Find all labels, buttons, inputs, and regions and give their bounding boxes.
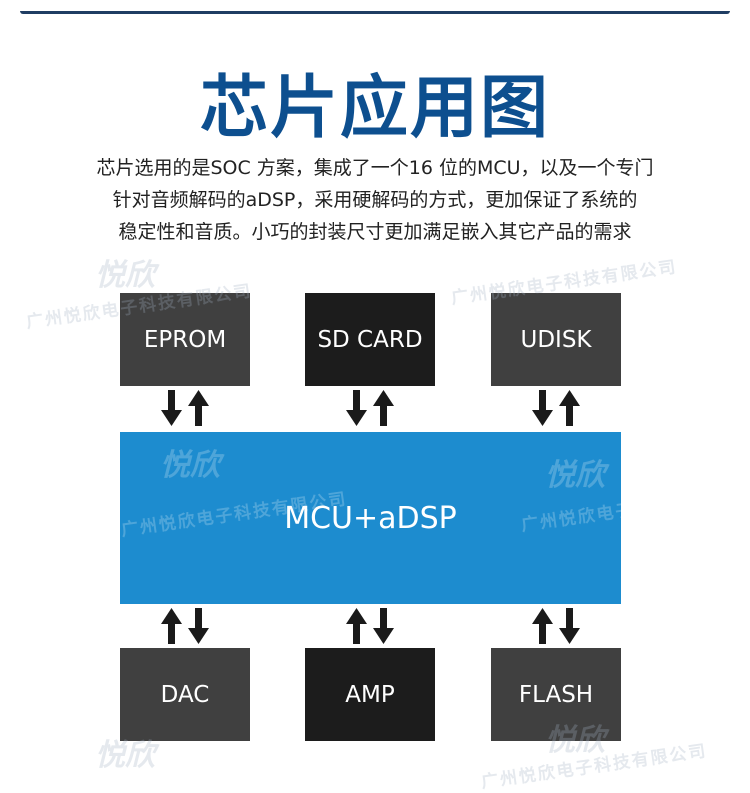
eprom-label: EPROM bbox=[143, 326, 227, 353]
watermark-logo: 悦欣 bbox=[95, 258, 155, 293]
flash-label: FLASH bbox=[518, 681, 594, 708]
watermark-company: 广州悦欣电子科技有限公司 bbox=[480, 741, 709, 793]
udisk-label: UDISK bbox=[520, 326, 592, 353]
description-line: 稳定性和音质。小巧的封装尺寸更加满足嵌入其它产品的需求 bbox=[118, 221, 632, 243]
udisk-box: UDISK bbox=[491, 293, 621, 386]
bidirectional-arrow-icon bbox=[161, 608, 209, 644]
dac-label: DAC bbox=[160, 681, 210, 708]
bidirectional-arrow-icon bbox=[532, 390, 580, 426]
sd-card-label: SD CARD bbox=[317, 326, 423, 353]
description-line: 芯片选用的是SOC 方案，集成了一个16 位的MCU，以及一个专门 bbox=[96, 157, 654, 179]
bidirectional-arrow-icon bbox=[346, 390, 394, 426]
core-label: MCU+aDSP bbox=[284, 500, 457, 536]
top-bar bbox=[0, 0, 750, 14]
dac-box: DAC bbox=[120, 648, 250, 741]
bidirectional-arrow-icon bbox=[346, 608, 394, 644]
description-line: 针对音频解码的aDSP，采用硬解码的方式，更加保证了系统的 bbox=[112, 189, 638, 211]
sd-card-box: SD CARD bbox=[305, 293, 435, 386]
eprom-box: EPROM bbox=[120, 293, 250, 386]
top-bar-line bbox=[20, 11, 730, 14]
flash-box: FLASH bbox=[491, 648, 621, 741]
bidirectional-arrow-icon bbox=[161, 390, 209, 426]
amp-box: AMP bbox=[305, 648, 435, 741]
amp-label: AMP bbox=[345, 681, 395, 708]
mcu-adsp-core: MCU+aDSP bbox=[120, 432, 621, 604]
bidirectional-arrow-icon bbox=[532, 608, 580, 644]
description: 芯片选用的是SOC 方案，集成了一个16 位的MCU，以及一个专门 针对音频解码… bbox=[40, 152, 710, 248]
page-title: 芯片应用图 bbox=[199, 69, 550, 148]
